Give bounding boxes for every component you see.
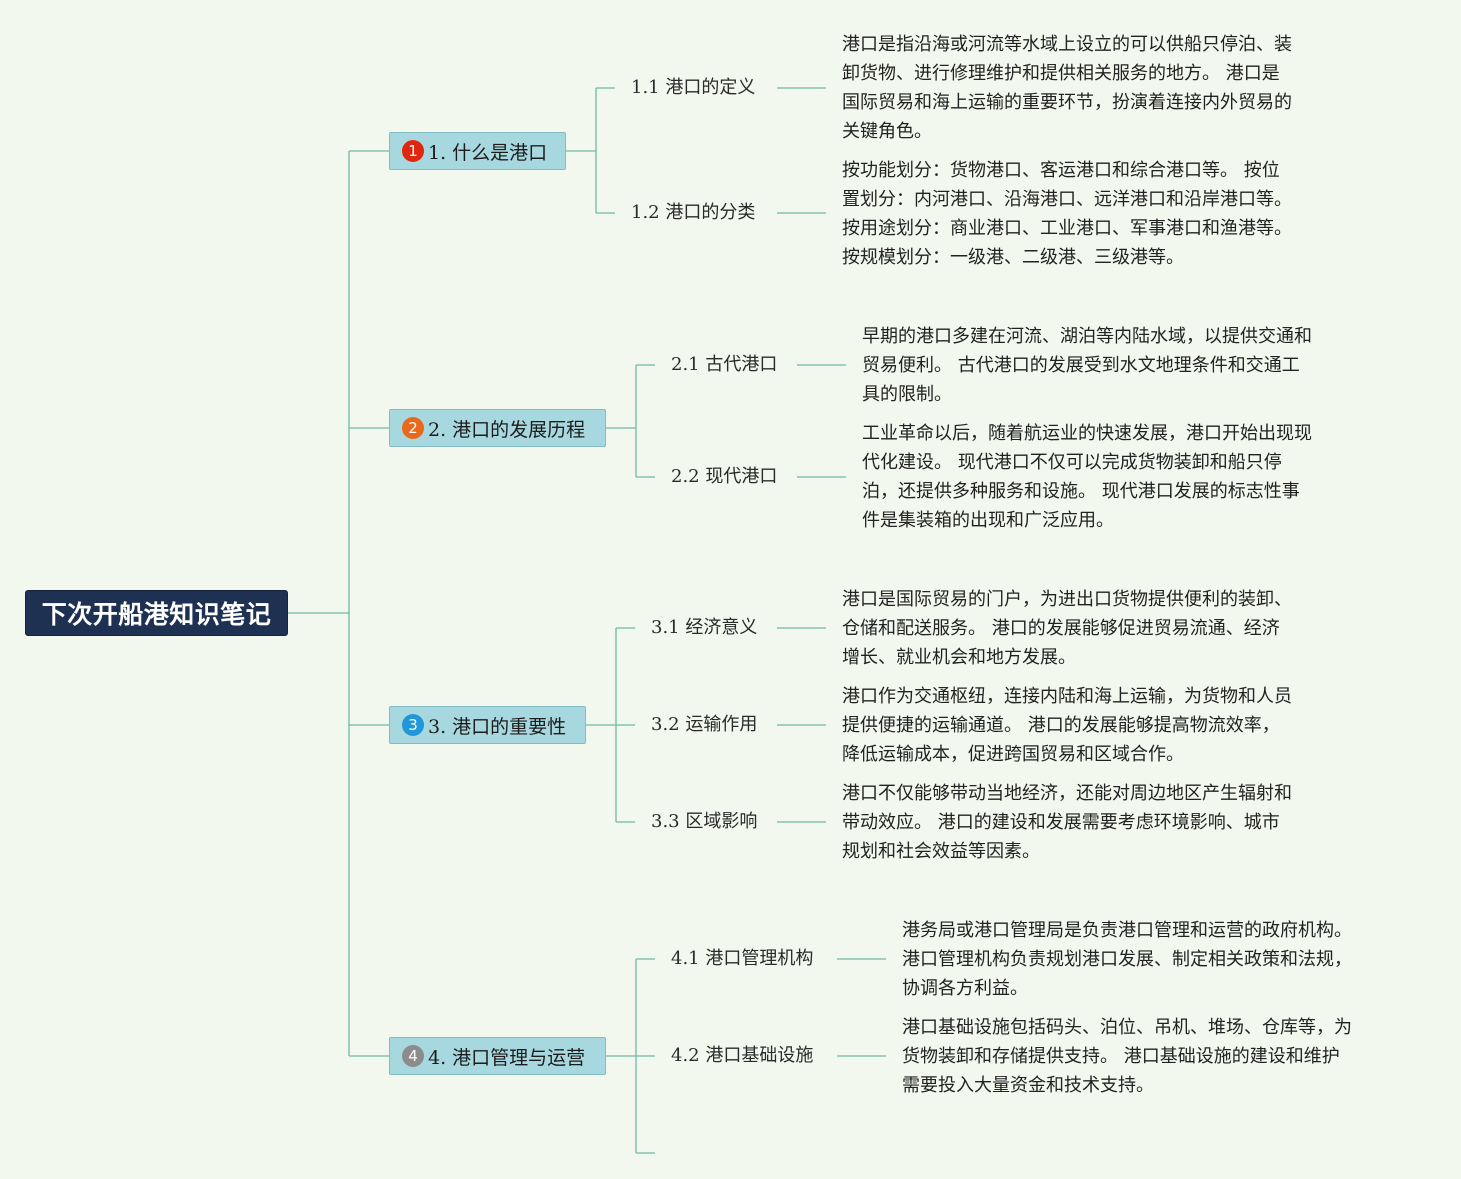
- note-regional-impact: 港口不仅能够带动当地经济，还能对周边地区产生辐射和 带动效应。 港口的建设和发展…: [842, 779, 1292, 866]
- section-label: 2. 港口的发展历程: [428, 418, 586, 441]
- note-line: 卸货物、进行修理维护和提供相关服务的地方。 港口是: [842, 63, 1280, 84]
- note-line: 增长、就业机会和地方发展。: [842, 647, 1076, 668]
- note-line: 按规模划分：一级港、二级港、三级港等。: [842, 247, 1184, 268]
- note-line: 按功能划分：货物港口、客运港口和综合港口等。 按位: [842, 160, 1280, 181]
- note-line: 关键角色。: [842, 121, 932, 142]
- note-line: 国际贸易和海上运输的重要环节，扮演着连接内外贸易的: [842, 92, 1292, 113]
- note-line: 工业革命以后，随着航运业的快速发展，港口开始出现现: [862, 423, 1312, 444]
- note-line: 港务局或港口管理局是负责港口管理和运营的政府机构。: [902, 920, 1352, 941]
- subtopic-economic-significance[interactable]: 3.1 经济意义: [651, 617, 758, 638]
- note-line: 件是集装箱的出现和广泛应用。: [862, 510, 1114, 531]
- note-line: 早期的港口多建在河流、湖泊等内陆水域，以提供交通和: [862, 326, 1312, 347]
- note-port-definition: 港口是指沿海或河流等水域上设立的可以供船只停泊、装 卸货物、进行修理维护和提供相…: [842, 30, 1292, 146]
- section-port-management[interactable]: 4 4. 港口管理与运营: [389, 1037, 606, 1075]
- note-port-authority: 港务局或港口管理局是负责港口管理和运营的政府机构。 港口管理机构负责规划港口发展…: [902, 916, 1352, 1003]
- note-line: 港口是国际贸易的门户，为进出口货物提供便利的装卸、: [842, 589, 1292, 610]
- subtopic-ancient-port[interactable]: 2.1 古代港口: [671, 354, 778, 375]
- note-line: 协调各方利益。: [902, 978, 1028, 999]
- note-line: 泊，还提供多种服务和设施。 现代港口发展的标志性事: [862, 481, 1300, 502]
- note-transport-role: 港口作为交通枢纽，连接内陆和海上运输，为货物和人员 提供便捷的运输通道。 港口的…: [842, 682, 1292, 769]
- note-line: 需要投入大量资金和技术支持。: [902, 1075, 1154, 1096]
- section-label: 1. 什么是港口: [428, 141, 548, 164]
- note-line: 带动效应。 港口的建设和发展需要考虑环境影响、城市: [842, 812, 1280, 833]
- note-modern-port: 工业革命以后，随着航运业的快速发展，港口开始出现现 代化建设。 现代港口不仅可以…: [862, 419, 1312, 535]
- note-line: 按用途划分：商业港口、工业港口、军事港口和渔港等。: [842, 218, 1292, 239]
- note-line: 港口管理机构负责规划港口发展、制定相关政策和法规，: [902, 949, 1352, 970]
- note-economic-significance: 港口是国际贸易的门户，为进出口货物提供便利的装卸、 仓储和配送服务。 港口的发展…: [842, 585, 1292, 672]
- section-what-is-port[interactable]: 1 1. 什么是港口: [389, 132, 566, 170]
- note-line: 港口作为交通枢纽，连接内陆和海上运输，为货物和人员: [842, 686, 1292, 707]
- number-badge-icon: 1: [402, 140, 424, 162]
- number-badge-icon: 3: [402, 714, 424, 736]
- root-title: 下次开船港知识笔记: [41, 600, 272, 629]
- note-line: 提供便捷的运输通道。 港口的发展能够提高物流效率，: [842, 715, 1280, 736]
- note-line: 具的限制。: [862, 384, 952, 405]
- section-port-importance[interactable]: 3 3. 港口的重要性: [389, 706, 586, 744]
- note-line: 置划分：内河港口、沿海港口、远洋港口和沿岸港口等。: [842, 189, 1292, 210]
- note-line: 降低运输成本，促进跨国贸易和区域合作。: [842, 744, 1184, 765]
- note-port-infrastructure: 港口基础设施包括码头、泊位、吊机、堆场、仓库等，为 货物装卸和存储提供支持。 港…: [902, 1013, 1352, 1100]
- note-ancient-port: 早期的港口多建在河流、湖泊等内陆水域，以提供交通和 贸易便利。 古代港口的发展受…: [862, 322, 1312, 409]
- subtopic-transport-role[interactable]: 3.2 运输作用: [651, 714, 758, 735]
- note-line: 港口是指沿海或河流等水域上设立的可以供船只停泊、装: [842, 34, 1292, 55]
- section-port-history[interactable]: 2 2. 港口的发展历程: [389, 409, 606, 447]
- section-label: 3. 港口的重要性: [428, 715, 567, 738]
- subtopic-port-classification[interactable]: 1.2 港口的分类: [631, 202, 756, 223]
- subtopic-port-authority[interactable]: 4.1 港口管理机构: [671, 948, 814, 969]
- note-line: 货物装卸和存储提供支持。 港口基础设施的建设和维护: [902, 1046, 1340, 1067]
- note-line: 港口不仅能够带动当地经济，还能对周边地区产生辐射和: [842, 783, 1292, 804]
- note-line: 规划和社会效益等因素。: [842, 841, 1040, 862]
- subtopic-modern-port[interactable]: 2.2 现代港口: [671, 466, 778, 487]
- note-port-classification: 按功能划分：货物港口、客运港口和综合港口等。 按位 置划分：内河港口、沿海港口、…: [842, 156, 1292, 272]
- number-badge-icon: 4: [402, 1045, 424, 1067]
- note-line: 仓储和配送服务。 港口的发展能够促进贸易流通、经济: [842, 618, 1280, 639]
- section-label: 4. 港口管理与运营: [428, 1046, 586, 1069]
- root-topic[interactable]: 下次开船港知识笔记: [25, 590, 288, 636]
- subtopic-port-definition[interactable]: 1.1 港口的定义: [631, 77, 756, 98]
- note-line: 代化建设。 现代港口不仅可以完成货物装卸和船只停: [862, 452, 1282, 473]
- number-badge-icon: 2: [402, 417, 424, 439]
- note-line: 港口基础设施包括码头、泊位、吊机、堆场、仓库等，为: [902, 1017, 1352, 1038]
- note-line: 贸易便利。 古代港口的发展受到水文地理条件和交通工: [862, 355, 1300, 376]
- subtopic-port-infrastructure[interactable]: 4.2 港口基础设施: [671, 1045, 814, 1066]
- subtopic-regional-impact[interactable]: 3.3 区域影响: [651, 811, 758, 832]
